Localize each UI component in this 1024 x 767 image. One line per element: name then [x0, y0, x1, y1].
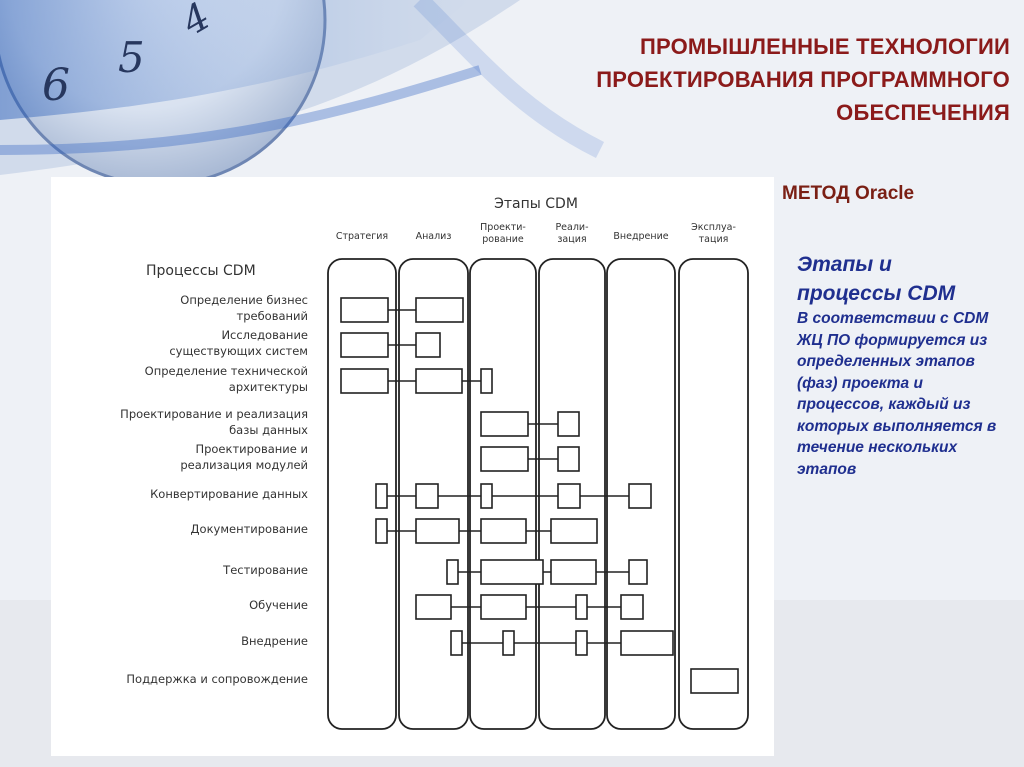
side-heading-line: Этапы и: [797, 253, 892, 276]
stage-column: [327, 258, 397, 730]
stage-column: [469, 258, 537, 730]
process-activity-box: [480, 446, 529, 472]
process-activity-box: [620, 594, 644, 620]
stage-label: рование: [482, 234, 524, 245]
process-activity-box: [340, 332, 389, 358]
process-activity-box: [480, 483, 493, 509]
side-description: Этапы и процессы CDM В соответствии с CD…: [797, 250, 1012, 480]
process-activity-box: [415, 332, 441, 358]
stage-column: [398, 258, 469, 730]
process-activity-box: [415, 483, 439, 509]
stage-label: тация: [699, 234, 729, 245]
process-activity-box: [628, 559, 648, 585]
processes-title: Процессы CDM: [146, 263, 256, 279]
process-label: Конвертирование данных: [150, 487, 308, 501]
process-activity-box: [450, 630, 463, 656]
process-label: Проектирование и реализация: [120, 407, 308, 421]
stage-label: Внедрение: [613, 231, 668, 242]
process-activity-box: [446, 559, 459, 585]
clock-numeral-5: 5: [118, 33, 145, 82]
process-label: Исследование: [221, 328, 308, 342]
process-label: архитектуры: [229, 380, 308, 394]
slide-title: ПРОМЫШЛЕННЫЕ ТЕХНОЛОГИИ ПРОЕКТИРОВАНИЯ П…: [370, 30, 1010, 129]
stage-label: Стратегия: [336, 231, 388, 242]
process-activity-box: [690, 668, 739, 694]
process-activity-box: [415, 368, 463, 394]
process-label: Документирование: [191, 522, 308, 536]
process-activity-box: [480, 518, 527, 544]
process-label: Проектирование и: [195, 442, 308, 456]
stage-label: зация: [557, 234, 586, 245]
process-activity-box: [557, 483, 581, 509]
method-label: МЕТОД Oracle: [782, 183, 915, 204]
clock-numeral-6: 6: [42, 60, 70, 111]
process-label: Тестирование: [222, 563, 308, 577]
process-activity-box: [340, 368, 389, 394]
process-activity-box: [557, 411, 580, 437]
process-activity-box: [375, 518, 388, 544]
process-label: Внедрение: [241, 634, 308, 648]
process-activity-box: [575, 594, 588, 620]
process-activity-box: [557, 446, 580, 472]
process-activity-box: [480, 368, 493, 394]
stage-column: [538, 258, 606, 730]
process-activity-box: [375, 483, 388, 509]
process-activity-box: [415, 518, 460, 544]
stage-label: Анализ: [416, 231, 452, 242]
process-activity-box: [415, 594, 452, 620]
side-body-text: В соответствии с CDM ЖЦ ПО формируется и…: [797, 310, 997, 478]
process-label: Поддержка и сопровождение: [126, 672, 308, 686]
process-activity-box: [340, 297, 389, 323]
process-activity-box: [502, 630, 515, 656]
process-label: реализация модулей: [180, 458, 308, 472]
process-activity-box: [620, 630, 674, 656]
process-activity-box: [480, 411, 529, 437]
process-activity-box: [480, 559, 544, 585]
process-label: существующих систем: [169, 344, 308, 358]
process-label: Определение бизнес: [180, 293, 308, 307]
slide-title-line: ОБЕСПЕЧЕНИЯ: [836, 100, 1010, 125]
process-label: Обучение: [249, 598, 308, 612]
slide-title-line: ПРОЕКТИРОВАНИЯ ПРОГРАММНОГО: [596, 67, 1010, 92]
process-activity-box: [480, 594, 527, 620]
process-activity-box: [550, 559, 597, 585]
side-heading-line: процессы CDM: [797, 282, 956, 305]
stage-column: [678, 258, 749, 730]
stage-label: Эксплуа-: [691, 222, 736, 233]
process-label: требований: [237, 309, 309, 323]
stage-column: [606, 258, 676, 730]
stage-label: Проекти-: [480, 222, 526, 233]
process-activity-box: [575, 630, 588, 656]
slide-title-line: ПРОМЫШЛЕННЫЕ ТЕХНОЛОГИИ: [640, 34, 1010, 59]
side-heading: Этапы и процессы CDM: [797, 250, 1012, 308]
process-activity-box: [415, 297, 464, 323]
stages-title: Этапы CDM: [494, 196, 578, 212]
process-label: базы данных: [229, 423, 308, 437]
process-activity-box: [550, 518, 598, 544]
process-activity-box: [628, 483, 652, 509]
stage-label: Реали-: [555, 222, 588, 233]
process-label: Определение технической: [145, 364, 308, 378]
